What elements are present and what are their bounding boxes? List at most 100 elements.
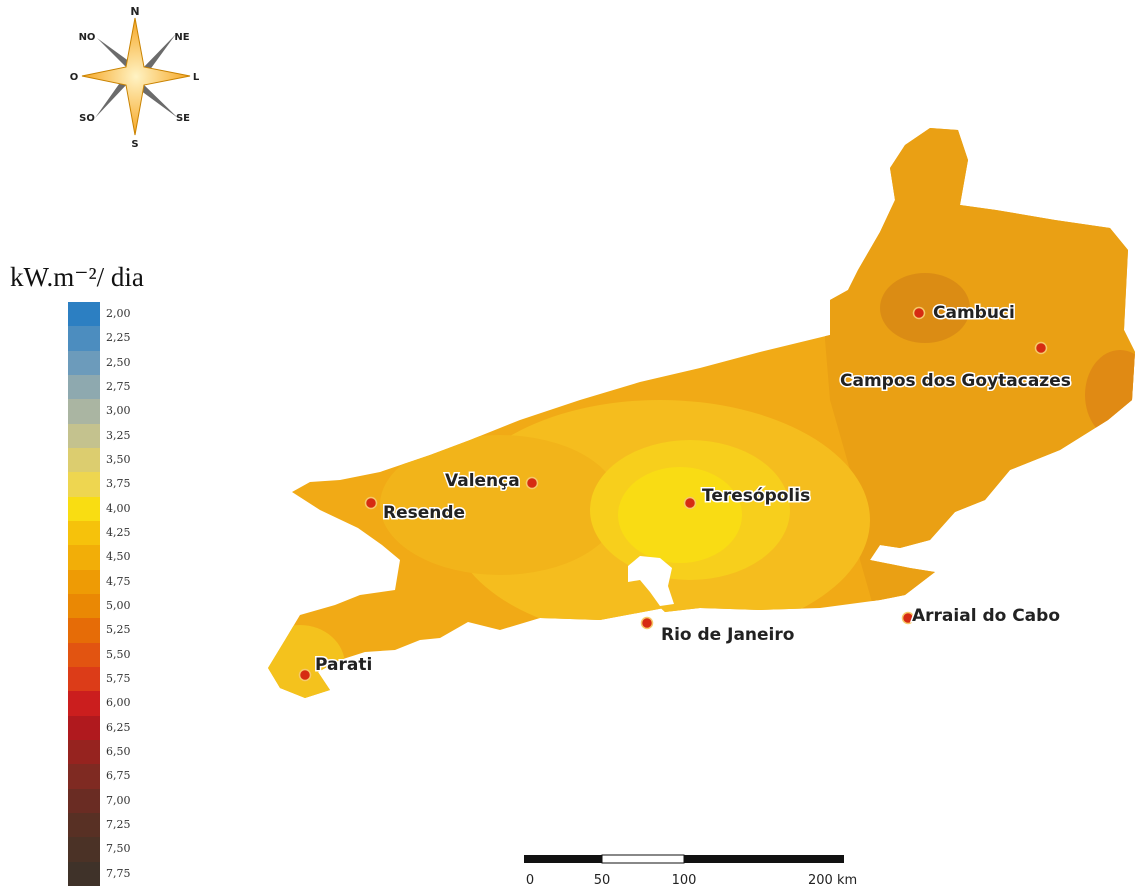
city-marker-icon (640, 616, 654, 630)
compass-ne-label: NE (174, 32, 189, 43)
city-campos: Campos dos Goytacazes (839, 341, 1072, 393)
city-marker-icon (298, 668, 312, 682)
legend-swatch (68, 545, 100, 570)
legend-color-ramp (68, 302, 100, 886)
legend-label: 5,00 (106, 598, 131, 612)
city-label-parati: Parati (315, 655, 372, 675)
legend-swatch (68, 472, 100, 497)
compass-o-label: O (70, 72, 79, 83)
scale-label-100: 100 (672, 873, 697, 888)
legend-label: 3,75 (106, 477, 131, 491)
legend-label: 2,75 (106, 379, 131, 393)
city-label-cambuci: Cambuci (933, 303, 1015, 323)
legend-label: 6,50 (106, 744, 131, 758)
city-marker-icon (1034, 341, 1048, 355)
city-label-teresopolis: Teresópolis (702, 486, 810, 506)
legend-label: 4,00 (106, 501, 131, 515)
legend-label: 3,50 (106, 452, 131, 466)
city-label-rio: Rio de Janeiro (661, 625, 794, 645)
legend-label: 7,75 (106, 866, 131, 880)
legend-label: 7,25 (106, 817, 131, 831)
scale-segment-50-100 (601, 854, 685, 864)
legend-label: 4,75 (106, 574, 131, 588)
legend-swatch (68, 837, 100, 862)
legend-label: 4,25 (106, 525, 131, 539)
legend-label: 7,00 (106, 793, 131, 807)
legend-swatch (68, 739, 100, 765)
legend-label: 3,00 (106, 404, 131, 418)
compass-so-label: SO (79, 113, 95, 124)
legend-label: 3,25 (106, 428, 131, 442)
city-marker-icon (364, 496, 378, 510)
legend-swatch (68, 788, 100, 813)
city-parati: Parati (298, 654, 374, 682)
city-arraial: Arraial do Cabo (901, 605, 1062, 628)
city-cambuci: Cambuci (912, 302, 1016, 325)
city-label-campos: Campos dos Goytacazes (840, 371, 1071, 391)
legend-swatch (68, 618, 100, 643)
city-label-arraial: Arraial do Cabo (912, 606, 1060, 626)
legend-swatch (68, 861, 100, 886)
compass-s-label: S (131, 139, 138, 150)
compass-n-label: N (130, 5, 139, 18)
legend-swatch (68, 715, 100, 740)
compass-rose-icon: N NE L SE S SO O NO (70, 5, 200, 150)
zone-core-4-00 (618, 467, 742, 563)
compass-cardinal-points (81, 17, 191, 136)
city-teresopolis: Teresópolis (683, 485, 812, 510)
scale-label-0: 0 (526, 873, 534, 888)
legend-swatch (68, 520, 100, 546)
legend-label: 2,50 (106, 355, 131, 369)
city-valenca: Valença (444, 470, 539, 493)
legend-label: 5,50 (106, 647, 131, 661)
legend-swatch (68, 666, 100, 692)
legend-swatch (68, 399, 100, 424)
city-resende: Resende (364, 496, 467, 525)
legend-swatch (68, 691, 100, 716)
legend-swatch (68, 569, 100, 594)
legend-swatch (68, 764, 100, 789)
zone-coast-5-25 (1085, 350, 1135, 440)
scale-bar: 0 50 100 200 km (524, 854, 857, 888)
scale-label-50: 50 (594, 873, 611, 888)
city-marker-icon (683, 496, 697, 510)
city-marker-icon (901, 611, 915, 625)
legend-swatch (68, 326, 100, 351)
compass-no-label: NO (79, 32, 96, 43)
legend-swatch (68, 302, 100, 327)
legend-label: 5,25 (106, 623, 131, 637)
legend-swatch (68, 447, 100, 473)
scale-label-200: 200 km (808, 873, 857, 888)
legend-swatch (68, 496, 100, 521)
compass-se-label: SE (176, 113, 190, 124)
legend-swatch (68, 812, 100, 838)
legend-swatch (68, 423, 100, 448)
legend-label: 2,25 (106, 331, 131, 345)
city-rio: Rio de Janeiro (640, 616, 796, 647)
city-marker-icon (525, 476, 539, 490)
legend-label: 6,25 (106, 720, 131, 734)
legend-label: 5,75 (106, 671, 131, 685)
legend-swatch (68, 642, 100, 667)
legend-swatch (68, 593, 100, 619)
legend-label: 7,50 (106, 842, 131, 856)
city-label-resende: Resende (383, 503, 465, 523)
legend-labels: 2,00 2,25 2,50 2,75 3,00 3,25 3,50 3,75 4,00 4,25… (106, 302, 131, 886)
city-label-valenca: Valença (445, 471, 520, 491)
legend-title: kW.m⁻²/ dia (10, 262, 144, 292)
legend-label: 6,75 (106, 769, 131, 783)
legend-label: 2,00 (106, 307, 131, 320)
legend-label: 4,50 (106, 550, 131, 564)
zone-cambuci-5-25 (880, 273, 970, 343)
scale-segment-100-200 (684, 855, 844, 863)
compass-l-label: L (193, 72, 200, 83)
zone-west-4-50 (380, 435, 620, 575)
city-marker-icon (912, 306, 926, 320)
scale-segment-0-50 (524, 855, 602, 863)
guanabara-bay (628, 556, 674, 606)
legend-swatch (68, 374, 100, 400)
legend-swatch (68, 350, 100, 375)
legend-label: 6,00 (106, 696, 131, 710)
zone-east-5-00 (825, 128, 1135, 698)
